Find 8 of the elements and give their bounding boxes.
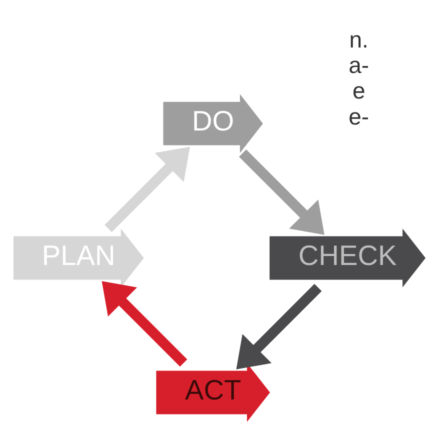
label: e — [352, 77, 366, 104]
arrow — [239, 148, 324, 234]
arrow — [236, 283, 322, 369]
label: a- — [348, 52, 370, 78]
label: e- — [348, 102, 370, 129]
arrow — [102, 280, 188, 366]
arrow — [104, 146, 190, 232]
label: n. — [349, 26, 368, 52]
